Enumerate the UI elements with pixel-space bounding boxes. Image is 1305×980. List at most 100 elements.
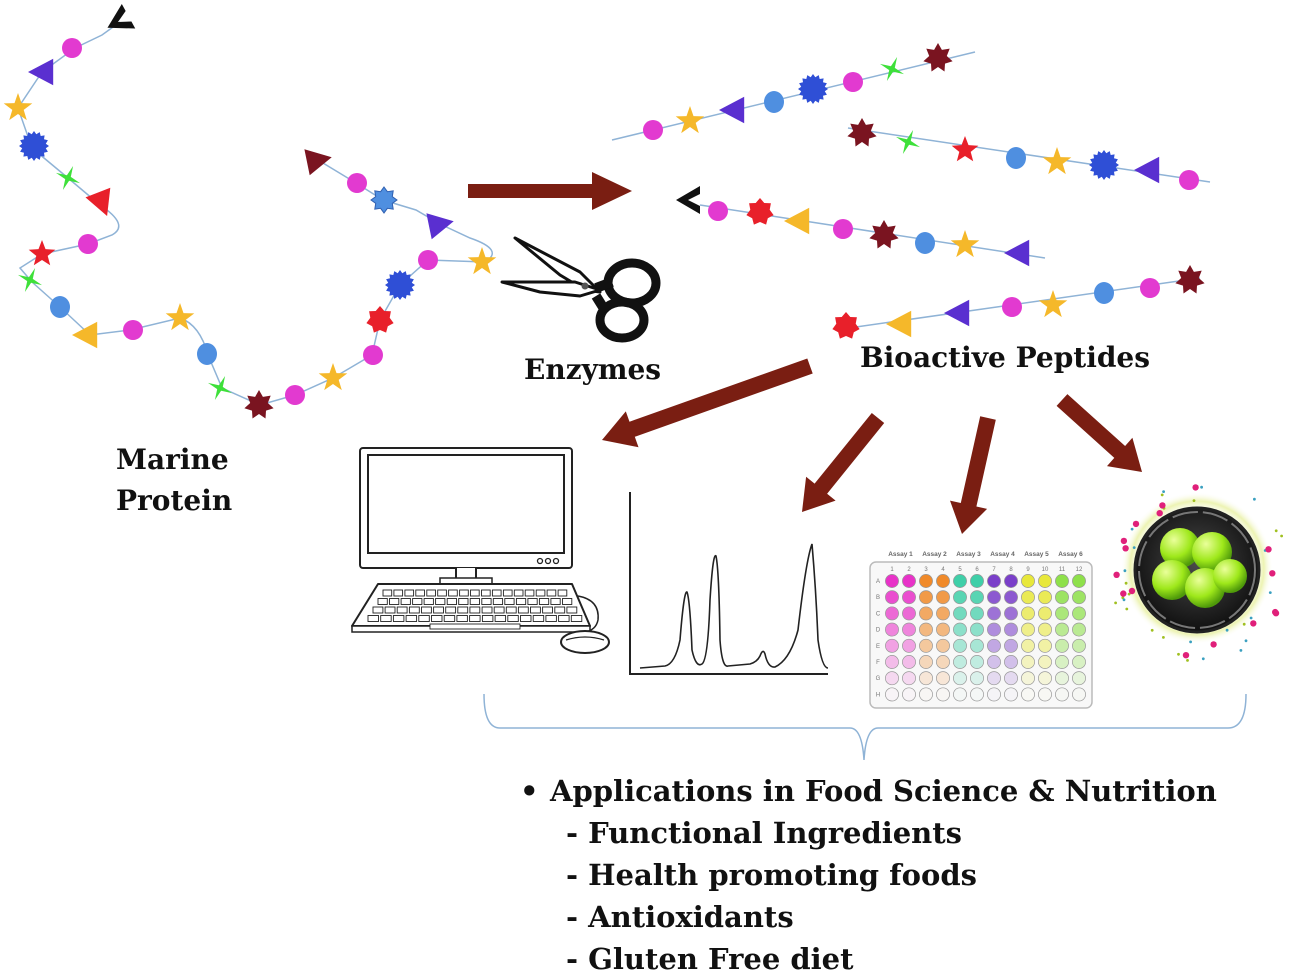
application-item: - Gluten Free diet <box>566 942 854 977</box>
nano-dot <box>1239 649 1243 652</box>
keyboard-key <box>538 598 550 605</box>
plate-well <box>987 622 1001 637</box>
keyboard-key <box>505 606 517 614</box>
plate-well <box>1021 574 1035 588</box>
applications-heading-text: Applications in Food Science & Nutrition <box>550 774 1217 808</box>
keyboard-key <box>470 589 480 597</box>
keyboard-key <box>524 589 535 597</box>
magenta-bead <box>833 219 853 239</box>
nano-dot <box>1132 520 1140 528</box>
nano-dot <box>1250 620 1257 627</box>
plate-well <box>987 655 1001 669</box>
plate-well <box>953 671 967 686</box>
plate-well <box>987 638 1001 653</box>
plate-column-label: 9 <box>1026 567 1030 573</box>
plate-column-label: 3 <box>924 567 928 573</box>
maroon-star-bead <box>847 118 877 147</box>
keyboard-key <box>493 606 505 614</box>
plate-well <box>1055 606 1069 621</box>
plate-well <box>1055 622 1069 637</box>
plate-well <box>953 590 967 605</box>
keyboard-key <box>392 615 405 622</box>
plate-well <box>1004 655 1018 669</box>
nano-dot <box>1210 641 1217 648</box>
keyboard-key <box>421 606 432 614</box>
plate-well <box>1038 655 1052 669</box>
assay-header: Assay 4 <box>990 551 1015 558</box>
plate-well <box>1055 590 1069 605</box>
violet-triangle-bead <box>1134 156 1160 184</box>
green-star-bead <box>56 166 80 190</box>
plate-well <box>1004 622 1018 637</box>
keyboard-key <box>367 615 379 622</box>
plate-row-label: C <box>876 611 881 617</box>
plate-well <box>885 687 899 702</box>
keyboard-key <box>380 615 392 622</box>
plate-well <box>902 687 916 702</box>
plate-well <box>1055 638 1069 653</box>
keyboard-key <box>566 606 578 614</box>
nano-dot <box>1130 527 1134 531</box>
plate-well <box>1072 638 1086 653</box>
protein-label-line2: Protein <box>116 483 233 517</box>
marine-label-line1: Marine <box>116 443 229 476</box>
plate-well <box>1055 655 1069 669</box>
nano-dot <box>1225 628 1229 632</box>
blue-burst-bead <box>385 270 415 300</box>
plate-well <box>902 655 916 669</box>
plate-well <box>1038 622 1052 637</box>
application-item: - Antioxidants <box>566 900 794 935</box>
applications-list: •Applications in Food Science & Nutritio… <box>520 770 1217 980</box>
blue-bead <box>50 296 70 318</box>
nano-dot <box>1124 581 1128 585</box>
green-star-bead <box>896 130 920 154</box>
yellow-star-bead <box>3 93 33 121</box>
keyboard-key <box>527 598 538 605</box>
blue-burst-bead <box>1089 150 1119 180</box>
keyboard-key <box>502 589 513 597</box>
red-burst-bead <box>746 198 774 225</box>
nano-dot <box>1120 590 1127 597</box>
plate-column-label: 12 <box>1076 567 1083 573</box>
applications-heading: •Applications in Food Science & Nutritio… <box>520 770 1217 812</box>
plate-well <box>936 671 950 686</box>
plate-well <box>1004 574 1018 588</box>
nanoparticle-icon <box>1113 484 1283 662</box>
magenta-bead <box>347 173 367 193</box>
assay-header: Assay 1 <box>888 551 913 558</box>
keyboard-key <box>550 598 561 605</box>
application-item: - Functional Ingredients <box>566 816 962 851</box>
plate-well <box>919 671 933 686</box>
nano-dot <box>1177 652 1180 656</box>
magenta-bead <box>643 120 663 140</box>
nano-dot <box>1186 659 1189 662</box>
plate-well <box>902 671 916 686</box>
magenta-bead <box>843 72 863 92</box>
plate-well <box>936 622 950 637</box>
nano-dot <box>1125 607 1129 611</box>
yellow-star-bead <box>165 303 195 331</box>
plate-well <box>902 622 916 637</box>
maroon-star-bead <box>1175 265 1205 294</box>
keyboard-key <box>545 615 557 622</box>
red-burst-bead <box>832 312 860 339</box>
keyboard-key <box>481 589 491 597</box>
plate-well <box>919 574 933 588</box>
nano-dot <box>1192 484 1199 491</box>
blue-bead <box>764 91 784 113</box>
plate-well <box>987 687 1001 702</box>
violet-triangle-bead <box>1004 239 1030 267</box>
plate-well <box>919 638 933 653</box>
violet-triangle-bead <box>719 96 745 124</box>
nano-dot <box>1274 529 1278 533</box>
magenta-bead <box>708 201 728 221</box>
keyboard-key <box>456 615 468 622</box>
yellow-star-bead <box>318 363 348 391</box>
plate-well <box>902 606 916 621</box>
bioactive-peptides-label: Bioactive Peptides <box>860 341 1150 374</box>
keyboard-key <box>389 598 400 605</box>
plate-well <box>970 574 984 588</box>
keyboard-key <box>404 589 415 597</box>
plate-well <box>1072 622 1086 637</box>
